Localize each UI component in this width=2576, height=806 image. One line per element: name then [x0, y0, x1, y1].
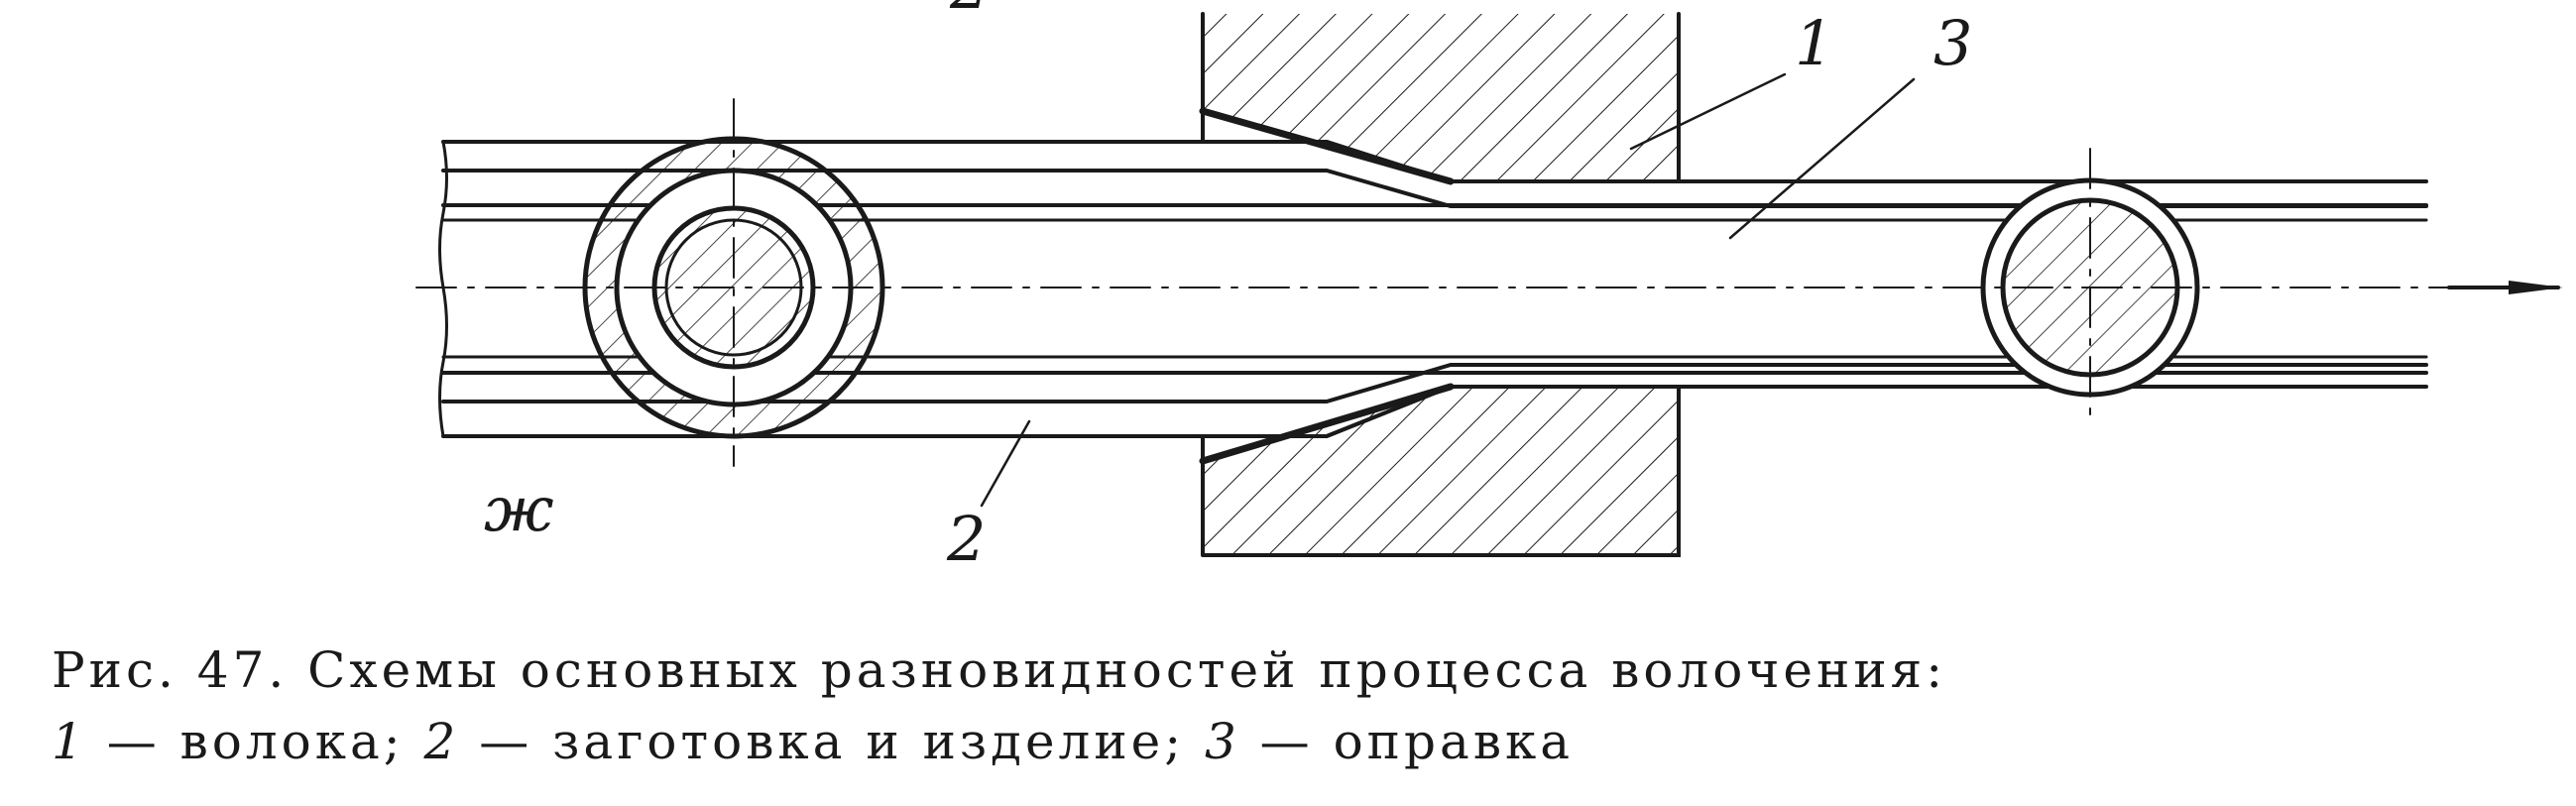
die-upper [1199, 12, 1681, 185]
figure-caption: Рис. 47. Схемы основных разновидностей п… [52, 634, 2233, 777]
center-lines [415, 98, 2519, 467]
label-top-cut: 2 [949, 0, 989, 23]
drawing-direction-arrow [2447, 281, 2563, 294]
leader-die [1629, 72, 1787, 151]
die-lower [1199, 383, 1681, 557]
caption-title: Рис. 47. Схемы основных разновидностей п… [52, 641, 1947, 699]
legend-text-3: — оправка [1239, 713, 1575, 770]
legend-text-2: — заготовка и изделие; [459, 713, 1205, 770]
leader-blank [980, 419, 1031, 508]
legend-num-3: 3 [1204, 713, 1240, 770]
legend-text-1: — волока; [86, 713, 424, 770]
label-variant: ж [484, 473, 553, 545]
label-die-1: 1 [1795, 7, 1833, 79]
label-blank-2: 2 [946, 503, 986, 575]
label-mandrel-3: 3 [1933, 7, 1972, 79]
legend-num-2: 2 [423, 713, 460, 770]
caption-legend: 1 — волока; 2 — заготовка и изделие; 3 —… [52, 706, 2233, 777]
legend-num-1: 1 [52, 713, 87, 770]
leader-mandrel [1728, 77, 1916, 240]
